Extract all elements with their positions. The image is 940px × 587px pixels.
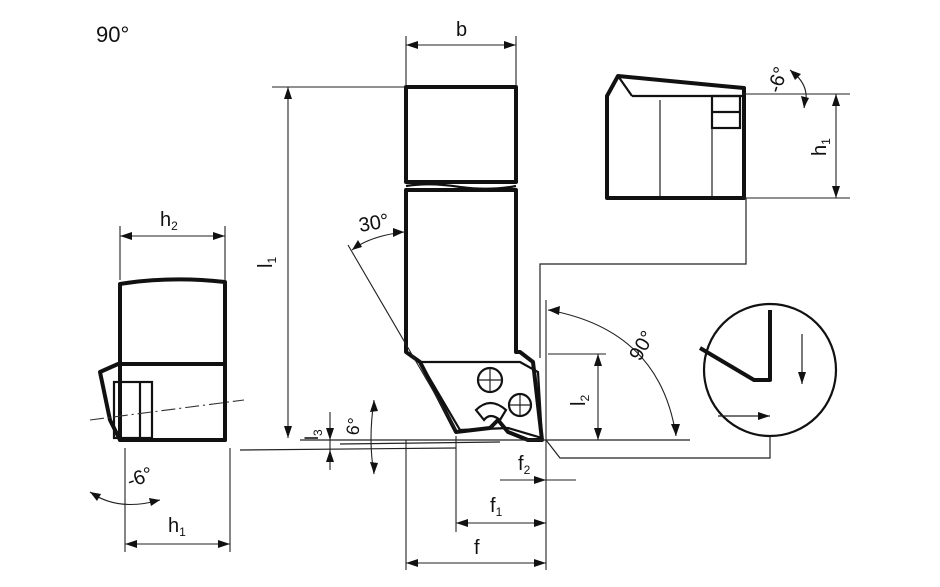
label-f1: f1 [490,495,503,519]
label-l3: l3 [302,429,325,440]
dim-l1: l1 [255,86,404,438]
label-l1: l1 [255,257,279,268]
dim-l3: l3 [302,412,334,470]
left-centerline [89,399,245,421]
label-minus-6-left: -6° [124,463,156,492]
detail-circle [545,302,838,459]
label-30-deg: 30° [357,210,391,237]
left-insert [112,380,154,440]
dim-b: b [405,19,517,86]
clamp-screw-upper [476,366,504,394]
dim-f2: f2 [500,453,576,484]
label-90-deg: 90° [625,327,659,364]
base-lines [239,300,690,570]
left-shank [118,277,227,442]
shank-upper-block [404,85,518,184]
label-f: f [474,537,480,559]
right-body [605,74,746,200]
angle-30: 30° [347,210,457,431]
dim-f: f [406,537,546,567]
left-insert-body [98,362,227,442]
label-b: b [456,19,467,41]
insert-outline [418,360,544,440]
label-h1-right: h1 [809,138,833,156]
label-minus-6-right: -6° [764,64,793,95]
angle-90: 90° [547,306,680,437]
insert-hook [474,401,508,422]
label-f2: f2 [518,453,531,477]
dim-f1: f1 [456,495,546,527]
dim-l2: l2 [548,353,606,440]
shank-break-line [405,183,517,190]
title-angle: 90° [96,22,129,47]
label-l2: l2 [568,395,592,406]
shank-lower-body [404,188,544,442]
label-h2: h2 [160,209,178,233]
main-shank-view [404,85,544,442]
label-h1-bottom: h1 [168,515,186,539]
label-6-deg: 6° [342,416,365,436]
clamp-screw-lower [507,392,533,418]
left-side-view: h2 h1 -6° [89,209,245,552]
angle-6-side: 6° [342,399,378,475]
